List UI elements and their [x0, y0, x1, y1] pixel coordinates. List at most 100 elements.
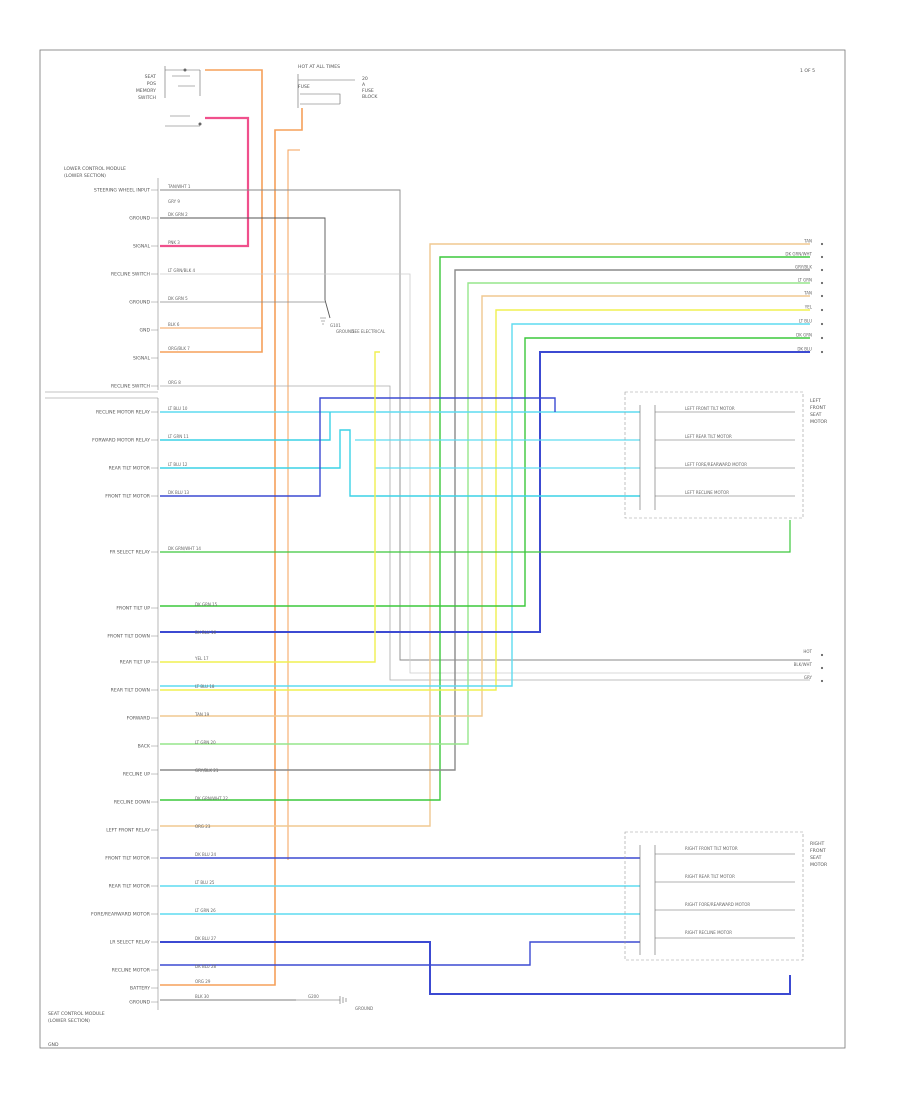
connector-dot: [820, 322, 824, 326]
connector-dot: [820, 666, 824, 670]
pin-label: GROUND: [129, 1000, 150, 1006]
wire-mid-5: [160, 520, 791, 553]
wire-lightgray: [160, 273, 810, 674]
connector-dot: [820, 679, 824, 683]
wire-label: DK GRN/WHT 14: [168, 546, 201, 551]
pin-label: FRONT TILT DOWN: [107, 634, 150, 640]
connector-dot: [820, 336, 824, 340]
svg-text:FUSE: FUSE: [298, 84, 310, 90]
wire-label: DK BLU 27: [195, 936, 216, 941]
pin-label: LEFT FRONT RELAY: [106, 828, 150, 834]
wire-label: LT GRN 20: [195, 740, 216, 745]
right-edge-label: GRY/BLK: [795, 265, 812, 270]
pin-label: FORE/REARWARD MOTOR: [91, 912, 151, 918]
svg-text:LEFT FORE/REARWARD MOTOR: LEFT FORE/REARWARD MOTOR: [685, 462, 747, 467]
svg-text:LEFT REAR TILT MOTOR: LEFT REAR TILT MOTOR: [685, 434, 732, 439]
pin-label: REAR TILT UP: [120, 660, 151, 666]
upper-module-label: LOWER CONTROL MODULE: [64, 166, 126, 172]
wire-yellow-bus: [160, 309, 810, 691]
wire-lgreen-bus: [160, 282, 810, 745]
right-edge-label: YEL: [804, 305, 813, 310]
svg-text:MOTOR: MOTOR: [810, 862, 828, 868]
pin-label: FRONT TILT UP: [116, 606, 150, 612]
pin-label: LR SELECT RELAY: [110, 940, 151, 946]
svg-text:A: A: [362, 82, 366, 88]
wire-label: LT GRN 11: [168, 434, 189, 439]
wire-orange-feed: [160, 69, 263, 353]
wire-label: YEL 17: [194, 656, 209, 661]
right-edge-label: LT GRN: [798, 278, 812, 283]
right-edge-label: TAN: [803, 291, 812, 296]
svg-text:SEAT: SEAT: [810, 412, 822, 418]
pin-label: RECLINE MOTOR RELAY: [96, 410, 150, 416]
upper-module-label-2: (LOWER SECTION): [64, 173, 106, 179]
wire-label: ORG/BLK 7: [168, 346, 190, 351]
wire-low-5: [160, 941, 640, 966]
connector-dot: [820, 350, 824, 354]
svg-text:GROUND: GROUND: [336, 329, 354, 334]
pin-label: RECLINE DOWN: [114, 800, 150, 806]
svg-text:FUSE: FUSE: [362, 88, 374, 94]
upper-module-bracket: [45, 178, 159, 399]
pin-label: FORWARD MOTOR RELAY: [92, 438, 150, 444]
pin-label: RECLINE UP: [123, 772, 150, 778]
pin-label: SIGNAL: [133, 244, 150, 250]
svg-text:RIGHT FRONT TILT MOTOR: RIGHT FRONT TILT MOTOR: [685, 846, 738, 851]
pin-label: GROUND: [129, 300, 150, 306]
diagram-frame: [39, 49, 846, 1049]
wire-label: GRY/BLK 21: [195, 768, 219, 773]
wire-label: ORG 23: [195, 824, 211, 829]
wire-blue-bus: [160, 351, 810, 633]
svg-text:MEMORY: MEMORY: [136, 88, 156, 94]
wire-tan2-bus: [160, 295, 810, 717]
wire-mid-3: [160, 429, 640, 497]
pin-label: FRONT TILT MOTOR: [105, 856, 151, 862]
wire-label: DK BLU 28: [195, 964, 216, 969]
ground-symbol-g101: G101 GROUND SEE ELECTRICAL: [320, 317, 386, 334]
wire-label: DK GRN 2: [168, 212, 188, 217]
connector-dot: [820, 242, 824, 246]
ground-symbol-g200: G200 GROUND: [296, 994, 373, 1011]
pin-label: GND: [139, 328, 150, 334]
pin-label: FORWARD: [127, 716, 151, 722]
wire-label: GRY 9: [168, 199, 180, 204]
wire-label: LT BLU 12: [168, 462, 188, 467]
svg-text:LEFT FRONT TILT MOTOR: LEFT FRONT TILT MOTOR: [685, 406, 735, 411]
wire-mid-2: [160, 412, 331, 441]
wire-label: TAN 19: [194, 712, 210, 717]
wire-label: DK BLU 24: [195, 852, 216, 857]
wire-mid-4: [160, 397, 556, 497]
connector-dot: [820, 268, 824, 272]
wire-label: DK GRN 15: [195, 602, 218, 607]
svg-text:RIGHT REAR TILT MOTOR: RIGHT REAR TILT MOTOR: [685, 874, 735, 879]
connector-dot: [820, 294, 824, 298]
wire-label: DK GRN 5: [168, 296, 188, 301]
wire-label: BLK 30: [195, 994, 209, 999]
connector-dot: [820, 255, 824, 259]
right-mid-label: BLK/WHT: [794, 662, 813, 667]
wire-label: DK BLU 13: [168, 490, 189, 495]
svg-text:RIGHT FORE/REARWARD MOTOR: RIGHT FORE/REARWARD MOTOR: [685, 902, 750, 907]
fuse-block: HOT AT ALL TIMES FUSE 20 A FUSE BLOCK: [297, 64, 378, 108]
wire-orange-battery: [160, 108, 303, 986]
svg-text:RIGHT RECLINE MOTOR: RIGHT RECLINE MOTOR: [685, 930, 732, 935]
right-edge-label: DK BLU: [797, 347, 812, 352]
wire-label: BLK 6: [168, 322, 180, 327]
wire-pink: [160, 116, 250, 248]
pin-label: RECLINE SWITCH: [111, 384, 150, 390]
wire-green-bus: [160, 256, 810, 801]
wire-label: LT GRN/BLK 4: [168, 268, 195, 273]
svg-text:POS: POS: [147, 81, 156, 87]
wire-label: LT GRN 26: [195, 908, 216, 913]
wire-label: ORG 8: [168, 380, 181, 385]
svg-text:SEAT: SEAT: [145, 74, 157, 80]
right-edge-label: DK GRN: [796, 333, 812, 338]
left-seat-motor-box: LEFT FRONT SEAT MOTOR LEFT FRONT TILT MO…: [624, 391, 828, 519]
pin-label: RECLINE MOTOR: [112, 968, 151, 974]
right-edge-label: DK GRN/WHT: [785, 252, 812, 257]
svg-text:FRONT: FRONT: [810, 405, 826, 411]
pin-label: GROUND: [129, 216, 150, 222]
bottom-module-label: SEAT CONTROL MODULE: [48, 1011, 105, 1017]
pin-label: FR SELECT RELAY: [110, 550, 151, 556]
